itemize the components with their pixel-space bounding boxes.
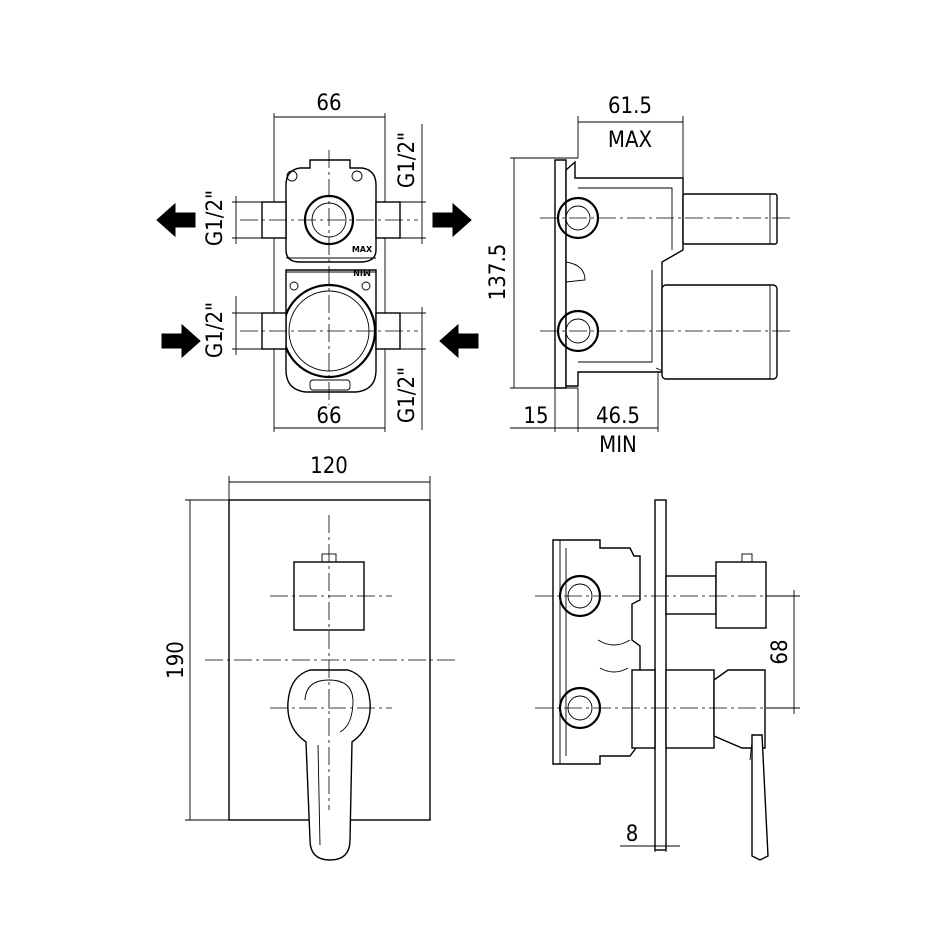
assembly-axis-spacing: 68 [768,639,793,664]
valve-front-bottom-width: 66 [316,404,341,429]
side-height-dim: 137.5 [486,244,511,301]
plate-height-dim: 190 [164,641,189,679]
valve-side-view: 137.5 61.5 MAX 15 46.5 MIN [486,94,790,458]
outlet-arrow-left-icon [156,202,196,238]
pipe-bottom-right-label: G1/2" [395,367,420,423]
assembly-plate [654,499,667,851]
side-wall-offset: 15 [523,404,548,429]
assembly-side-view: 68 8 [535,499,800,861]
pipe-bottom-left-label: G1/2" [203,302,228,358]
inlet-arrow-right-icon [439,323,479,359]
side-min-depth-value: 46.5 [596,404,640,429]
side-min-depth-label: MIN [599,433,637,458]
pipe-top-right-label: G1/2" [395,132,420,188]
outlet-arrow-right-icon [432,202,472,238]
assembly-lever [751,734,769,861]
assembly-plate-thickness: 8 [626,822,639,847]
side-max-depth-label: MAX [608,128,652,153]
plate-width-dim: 120 [310,454,348,479]
assembly-diverter-knob [715,561,767,629]
max-mark: MAX [352,245,373,254]
pipe-top-left-label: G1/2" [203,190,228,246]
valve-front-view: 66 66 MAX MIN [156,91,479,432]
plate-front-view: 120 190 [164,454,455,861]
valve-front-top-width: 66 [316,91,341,116]
side-max-depth-value: 61.5 [608,94,652,119]
min-mark: MIN [353,268,371,277]
inlet-arrow-left-icon [161,323,201,359]
